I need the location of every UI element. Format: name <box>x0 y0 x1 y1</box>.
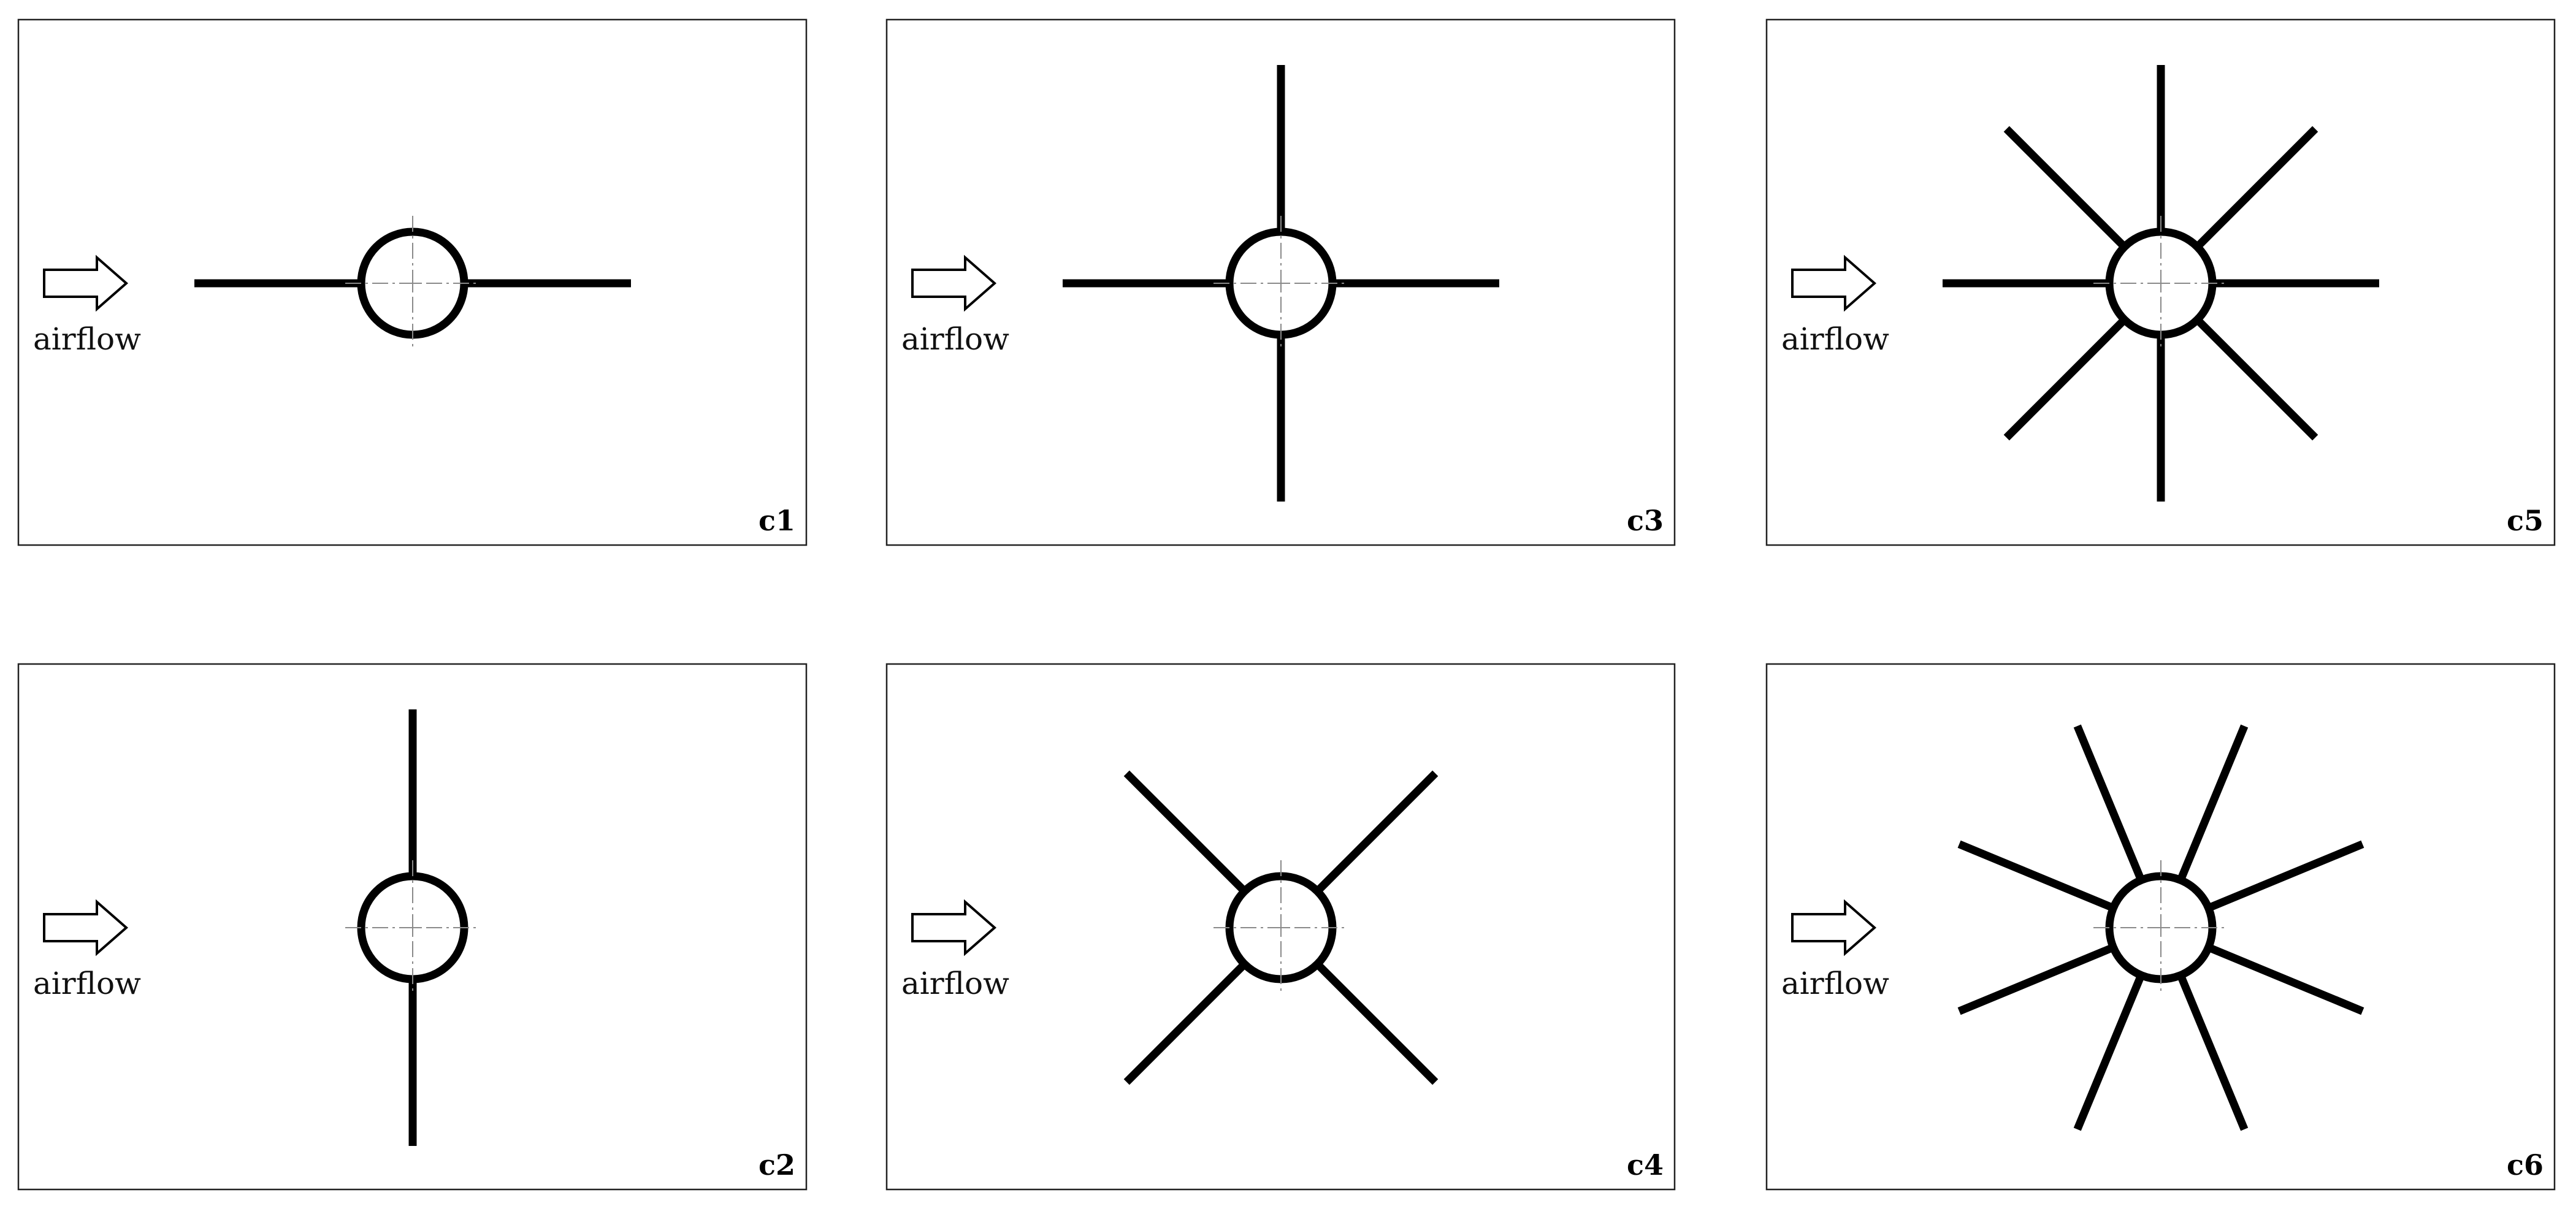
panel-c4: airflow c4 <box>885 663 1676 1191</box>
fin-c6-7 <box>2177 974 2249 1131</box>
airflow-arrow-icon <box>43 254 129 312</box>
panel-c6: airflow c6 <box>1765 663 2556 1191</box>
airflow-arrow-icon <box>911 899 997 956</box>
panel-label: c3 <box>1627 504 1664 537</box>
fin-c6-3 <box>2073 724 2145 882</box>
fin-c5-6 <box>2003 316 2128 441</box>
fin-c5-8 <box>2194 316 2318 441</box>
panel-label: c5 <box>2507 504 2544 537</box>
fin-c4-3 <box>1123 961 1248 1085</box>
panel-grid: airflowc1airflowc3airflowc5airflowc2airf… <box>17 18 2556 1191</box>
fin-c4-1 <box>1314 770 1439 895</box>
panel-c2: airflow c2 <box>17 663 808 1191</box>
fin-c6-1 <box>2207 840 2364 912</box>
fin-c6-4 <box>1957 840 2115 912</box>
panel-label: c1 <box>759 504 795 537</box>
fin-c6-5 <box>1957 944 2115 1015</box>
airflow-label: airflow <box>1781 321 1889 357</box>
fin-c6-6 <box>2073 974 2145 1131</box>
fin-c5-2 <box>2194 126 2318 250</box>
fin-c6-2 <box>2177 724 2249 882</box>
airflow-arrow-icon <box>911 254 997 312</box>
airflow-label: airflow <box>1781 966 1889 1001</box>
panel-c5: airflow c5 <box>1765 18 2556 546</box>
panel-label: c2 <box>759 1148 795 1182</box>
panel-label: c6 <box>2507 1148 2544 1182</box>
airflow-label: airflow <box>33 321 141 357</box>
panel-label: c4 <box>1627 1148 1664 1182</box>
panel-c3: airflow c3 <box>885 18 1676 546</box>
fin-c6-8 <box>2207 944 2364 1015</box>
airflow-label: airflow <box>901 966 1009 1001</box>
airflow-arrow-icon <box>43 899 129 956</box>
airflow-label: airflow <box>33 966 141 1001</box>
fin-c4-4 <box>1314 961 1439 1085</box>
airflow-arrow-icon <box>1791 899 1877 956</box>
airflow-arrow-icon <box>1791 254 1877 312</box>
fin-c5-4 <box>2003 126 2128 250</box>
panel-c1: airflow c1 <box>17 18 808 546</box>
fin-c4-2 <box>1123 770 1248 895</box>
airflow-label: airflow <box>901 321 1009 357</box>
